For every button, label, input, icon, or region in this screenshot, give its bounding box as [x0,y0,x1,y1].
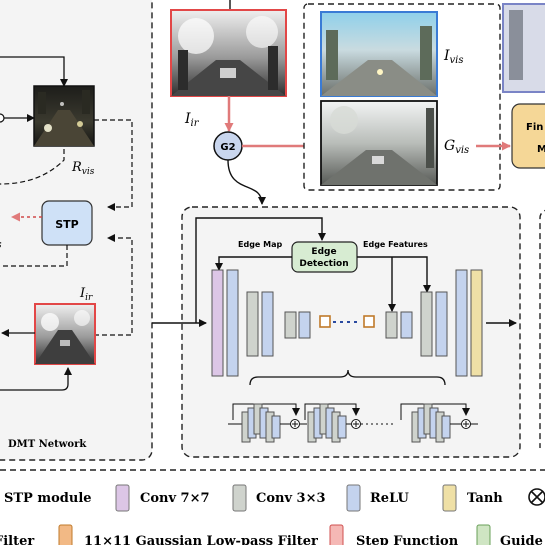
edge-map-label: Edge Map [238,240,282,249]
relu-layer-4 [400,311,413,339]
arrow-g2-to-generator [227,159,266,205]
tanh-layer [470,269,483,377]
rvis-image [33,85,95,147]
conv3-layer-2 [284,311,297,339]
dmt-network-panel: DMT Network Rvis STP s Iir [0,0,153,461]
dashed-arrow-stp-left [0,245,68,267]
res-block-marker-1 [319,315,331,328]
legend-swatch-step [329,524,344,545]
dashed-arrow-rvis-to-stp [94,119,133,211]
relu-layer-1 [226,269,239,377]
legend-swatch-conv7 [115,484,130,512]
legend-swatch-conv3 [232,484,247,512]
operator-node [0,113,5,123]
legend-gaussian: 11×11 Gaussian Low-pass Filter [84,534,318,545]
legend-multiply-icon [528,488,545,506]
legend-frame [0,469,545,545]
legend-swatch-guide [476,524,491,545]
left-iir-image [34,303,96,365]
arrow-input-to-edge-detection [195,217,326,323]
legend-relu: ReLU [370,491,410,506]
left-iir-label: Iir [79,286,93,303]
edge-detection-line1: Edge [311,247,336,257]
generator-frame [181,206,521,458]
residual-block-2 [304,403,361,443]
legend-guide: Guide [500,534,543,545]
legend: STP module Conv 7×7 Conv 3×3 ReLU Tanh F… [0,469,545,545]
dmt-network-label: DMT Network [8,439,87,450]
conv3-layer-4 [420,291,433,357]
final-block-line1: Fin [526,122,543,133]
right-cut-image-tree [509,10,523,80]
relu-layer-6 [455,269,468,377]
residual-blocks [228,403,478,443]
legend-swatch-gaussian [58,524,73,545]
edge-features-label: Edge Features [363,240,428,249]
residual-block-1 [228,403,300,443]
g2-branch: Iir G2 [170,0,317,205]
legend-swatch-tanh [442,484,457,512]
legend-conv7: Conv 7×7 [140,491,210,506]
rvis-label: Rvis [71,160,95,177]
g2-label: G2 [220,142,235,153]
res-block-marker-2 [363,315,375,328]
relu-layer-2 [261,291,274,357]
dashed-arrow-iir-to-stp [94,234,133,336]
vis-outputs-panel: Ivis Gvis [303,3,511,191]
legend-tanh: Tanh [467,491,503,506]
dashed-curve-left [0,149,65,185]
conv3-layer-1 [246,291,259,357]
relu-layer-5 [435,291,448,357]
right-edge: Fin M [502,3,545,448]
ivis-label: Ivis [443,48,464,66]
legend-stp-module: STP module [4,491,92,506]
center-iir-label: Iir [184,111,200,129]
edge-detection-line2: Detection [299,259,348,269]
relu-layer-3 [298,311,311,339]
gvis-label: Gvis [444,138,469,156]
ivis-image [320,11,438,97]
edge-features-arrow-1 [357,256,431,293]
arrow-into-rvis [0,56,68,87]
arrow-into-left-iir [0,367,72,391]
legend-filter: Filter [0,534,34,545]
final-block [511,103,545,169]
residual-block-3 [400,403,478,443]
final-block-line2: M [537,144,545,155]
res-block-brace [249,369,446,386]
stp-label: STP [55,218,79,231]
conv3-layer-3 [385,311,398,339]
conv7-layer-1 [211,269,224,377]
edge-map-arrow [215,256,292,271]
center-iir-image [170,9,287,97]
gvis-image [320,100,438,186]
cut-label: s [0,238,2,251]
legend-step: Step Function [356,534,459,545]
right-panel-frame [539,209,545,448]
legend-conv3: Conv 3×3 [256,491,326,506]
legend-swatch-relu [346,484,361,512]
generator-panel: Edge Detection Edge Map Edge Features [152,206,521,458]
